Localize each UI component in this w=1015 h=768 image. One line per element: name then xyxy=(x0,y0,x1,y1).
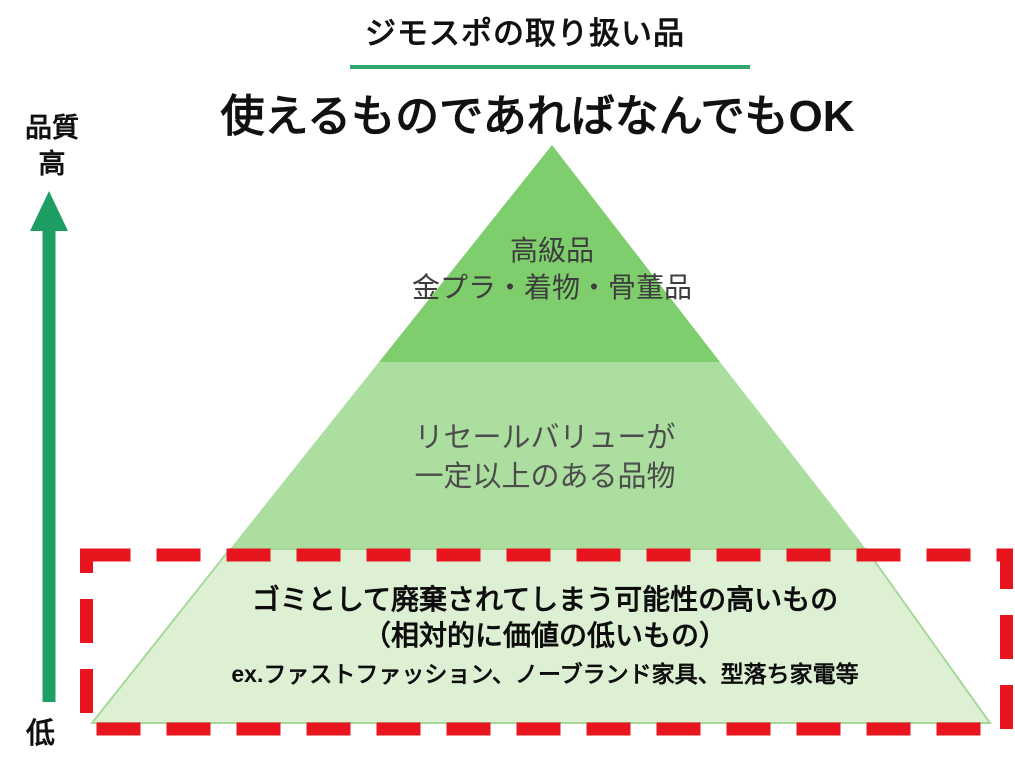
page-subtitle: 使えるものであればなんでもOK xyxy=(220,92,855,141)
quality-arrow-shaft xyxy=(42,228,56,702)
pyramid-tier-middle xyxy=(230,362,866,549)
quality-axis-title: 品質 xyxy=(25,113,79,143)
title-underline xyxy=(350,65,750,69)
quality-axis-high-label: 品質 高 xyxy=(14,110,90,182)
tier-bottom-caption: ゴミとして廃棄されてしまう可能性の高いもの （相対的に価値の低いもの） ex.フ… xyxy=(95,582,995,689)
tier-middle-line-1: リセールバリューが xyxy=(414,422,676,454)
quality-arrow-head-icon xyxy=(30,191,68,231)
pyramid-tier-top xyxy=(379,145,720,362)
quality-axis-low-label: 低 xyxy=(26,718,56,750)
tier-top-line-1: 高級品 xyxy=(509,235,594,266)
tier-top-caption: 高級品 金プラ・着物・骨董品 xyxy=(302,232,802,306)
tier-middle-caption: リセールバリューが 一定以上のある品物 xyxy=(295,419,795,497)
quality-axis-high: 高 xyxy=(38,149,66,179)
tier-top-line-2: 金プラ・着物・骨董品 xyxy=(411,272,692,303)
page-title: ジモスポの取り扱い品 xyxy=(365,16,685,51)
tier-bottom-line-3: ex.ファストファッション、ノーブランド家具、型落ち家電等 xyxy=(231,661,859,687)
highlight-dashed-box xyxy=(80,548,1013,736)
tier-middle-line-2: 一定以上のある品物 xyxy=(414,461,676,493)
tier-bottom-line-1: ゴミとして廃棄されてしまう可能性の高いもの xyxy=(251,584,839,615)
tier-bottom-line-2: （相対的に価値の低いもの） xyxy=(362,620,727,651)
